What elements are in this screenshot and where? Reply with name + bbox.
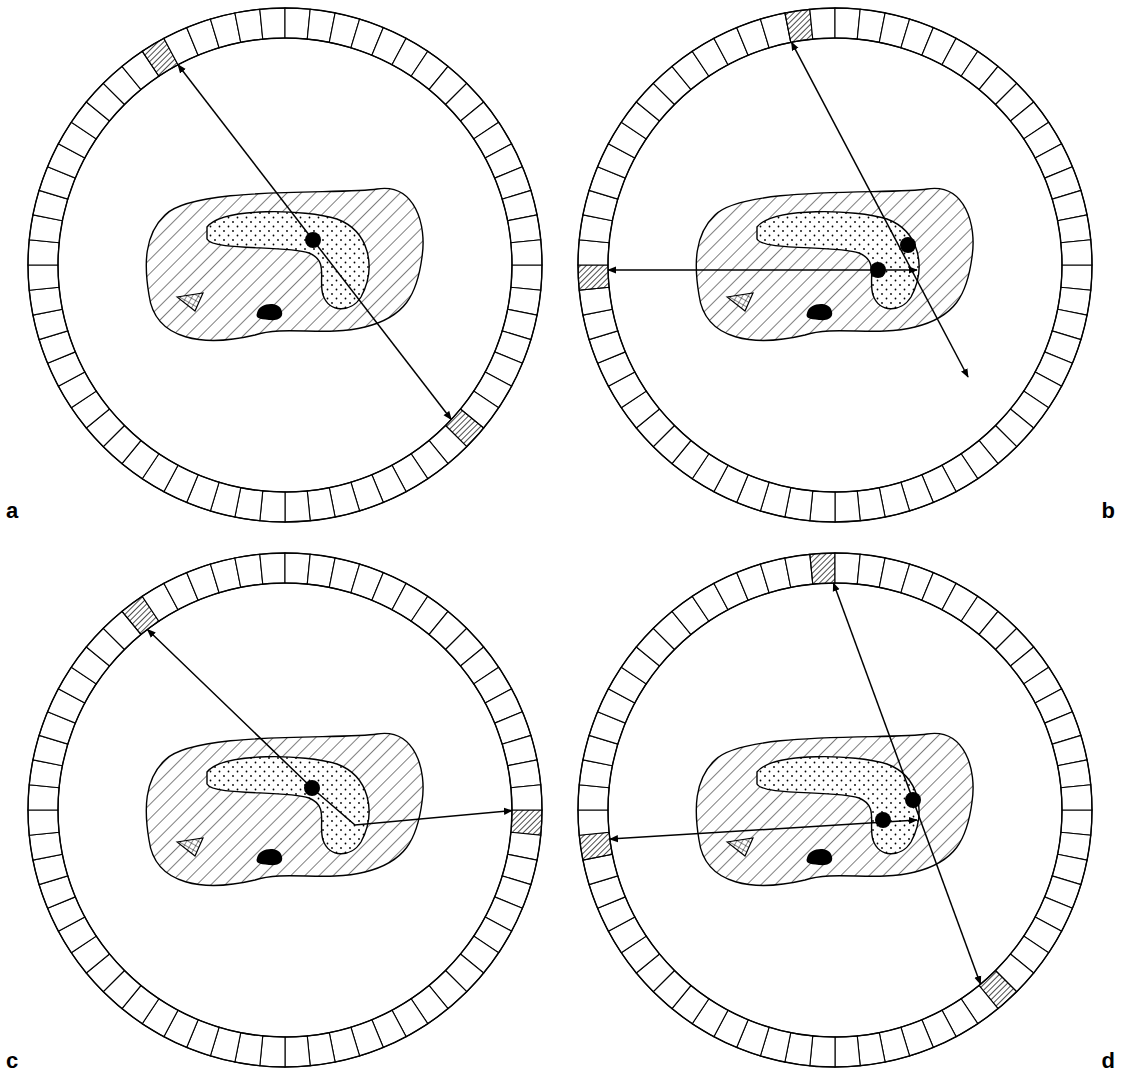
- detector-element: [511, 265, 542, 290]
- detector-element: [785, 554, 813, 587]
- hit-detector: [578, 265, 609, 290]
- detector-element: [260, 1036, 285, 1067]
- body-section: [146, 188, 423, 340]
- ring-outer: [28, 553, 542, 1067]
- ring-inner: [58, 38, 512, 492]
- detector-element: [307, 1033, 335, 1066]
- detector-ring: [28, 553, 542, 1067]
- ring-inner: [58, 583, 512, 1037]
- detector-element: [835, 1036, 860, 1067]
- panel-letter: b: [1102, 500, 1115, 522]
- annihilation-point: [304, 780, 320, 796]
- detector-element: [28, 810, 59, 835]
- panel-letter: d: [1102, 1050, 1115, 1072]
- pet-panel: [28, 553, 542, 1067]
- detector-element: [511, 785, 542, 810]
- detector-element: [285, 1036, 310, 1067]
- detector-element: [835, 553, 860, 584]
- detector-element: [810, 1036, 835, 1067]
- pet-panel: [578, 8, 1092, 522]
- detector-element: [235, 554, 263, 587]
- organ-region: [757, 757, 919, 854]
- detector-element: [28, 265, 59, 290]
- detector-element: [285, 8, 310, 39]
- detector-element: [508, 215, 541, 243]
- detector-element: [28, 785, 59, 810]
- photon-path: [610, 820, 917, 839]
- detector-element: [260, 491, 285, 522]
- detector-element: [508, 760, 541, 788]
- organ-region: [207, 212, 369, 309]
- annihilation-point: [900, 237, 916, 253]
- photon-path: [178, 65, 451, 420]
- ring-outer: [578, 553, 1092, 1067]
- detector-ring: [28, 8, 542, 522]
- ring-inner: [608, 583, 1062, 1037]
- detector-element: [260, 8, 285, 39]
- detector-element: [1061, 265, 1092, 290]
- structure-dark: [257, 849, 283, 865]
- detector-element: [285, 491, 310, 522]
- structure-dark: [807, 849, 833, 865]
- detector-element: [835, 8, 860, 39]
- detector-element: [28, 240, 59, 265]
- photon-path: [833, 583, 980, 984]
- annihilation-point: [870, 262, 886, 278]
- detector-element: [1058, 760, 1091, 788]
- detector-ring: [578, 8, 1092, 522]
- detector-element: [857, 488, 885, 521]
- detector-element: [29, 287, 62, 315]
- detector-element: [1061, 785, 1092, 810]
- hit-detector: [810, 553, 835, 584]
- detector-element: [578, 240, 609, 265]
- detector-element: [1058, 215, 1091, 243]
- detector-element: [1061, 810, 1092, 835]
- detector-element: [29, 832, 62, 860]
- panel-letter: a: [6, 500, 18, 522]
- annihilation-point: [305, 232, 321, 248]
- hit-detector: [511, 810, 542, 835]
- structure-crosshatched: [177, 293, 203, 311]
- detector-ring: [578, 553, 1092, 1067]
- photon-path: [792, 42, 968, 377]
- detector-element: [579, 287, 612, 315]
- structure-crosshatched: [727, 838, 753, 856]
- detector-element: [810, 491, 835, 522]
- pet-panel: [578, 553, 1092, 1067]
- detector-element: [857, 1033, 885, 1066]
- organ-region: [757, 212, 919, 309]
- detector-element: [307, 488, 335, 521]
- ring-outer: [578, 8, 1092, 522]
- detector-element: [578, 810, 609, 835]
- detector-element: [1061, 240, 1092, 265]
- structure-dark: [257, 304, 283, 320]
- panel-letter: c: [6, 1050, 18, 1072]
- structure-crosshatched: [727, 293, 753, 311]
- pet-panel: [28, 8, 542, 522]
- panels: [28, 8, 1092, 1067]
- annihilation-point: [875, 812, 891, 828]
- hit-detector: [579, 832, 612, 860]
- body-section: [146, 733, 423, 885]
- detector-element: [810, 8, 835, 39]
- annihilation-point: [905, 792, 921, 808]
- photon-path: [147, 629, 512, 825]
- detector-element: [260, 553, 285, 584]
- structure-dark: [807, 304, 833, 320]
- body-section: [696, 733, 973, 885]
- detector-element: [511, 240, 542, 265]
- detector-element: [835, 491, 860, 522]
- detector-element: [578, 785, 609, 810]
- organ-region: [207, 757, 369, 854]
- hit-detector: [785, 9, 813, 42]
- ring-outer: [28, 8, 542, 522]
- ring-inner: [608, 38, 1062, 492]
- detector-element: [235, 9, 263, 42]
- body-section: [696, 188, 973, 340]
- detector-element: [285, 553, 310, 584]
- structure-crosshatched: [177, 838, 203, 856]
